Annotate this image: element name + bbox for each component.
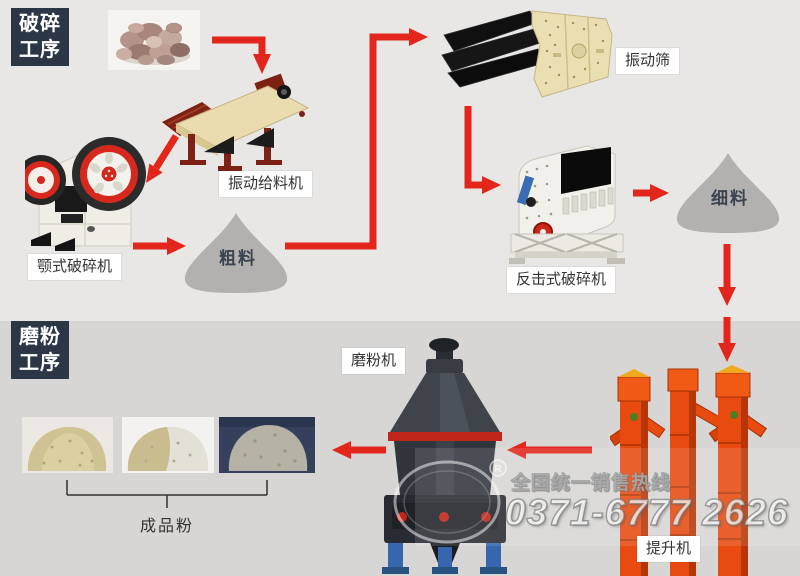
raw-material-photo xyxy=(108,10,200,70)
tag-vibrating-screen: 振动筛 xyxy=(616,48,680,74)
finished-powder-bracket xyxy=(66,480,268,508)
arrow-raw-to-feeder xyxy=(212,36,266,56)
powder-photo-2 xyxy=(122,417,214,473)
powder-photo-3 xyxy=(219,417,315,473)
vibrating-feeder-illustration xyxy=(162,73,310,171)
vibrating-screen-illustration xyxy=(441,10,613,98)
jaw-crusher-illustration xyxy=(25,137,146,251)
impact-crusher-illustration xyxy=(509,145,625,264)
section-label-crushing: 破碎 工序 xyxy=(11,8,69,66)
arrow-screen-to-impact xyxy=(464,106,482,189)
tag-grinding-mill: 磨粉机 xyxy=(342,348,406,374)
fine-pile xyxy=(676,153,780,233)
tag-impact-crusher: 反击式破碎机 xyxy=(507,267,616,293)
tag-jaw-crusher: 颚式破碎机 xyxy=(28,254,122,280)
fine-pile-label: 细料 xyxy=(711,189,749,208)
coarse-pile-label: 粗料 xyxy=(219,249,257,268)
finished-powder-label: 成品粉 xyxy=(139,518,195,535)
powder-photo-1 xyxy=(22,417,113,473)
coarse-pile xyxy=(184,213,288,293)
tag-bucket-elevator: 提升机 xyxy=(637,536,701,562)
section-label-grinding: 磨粉 工序 xyxy=(11,321,69,379)
tag-vibrating-feeder: 振动给料机 xyxy=(219,171,313,197)
